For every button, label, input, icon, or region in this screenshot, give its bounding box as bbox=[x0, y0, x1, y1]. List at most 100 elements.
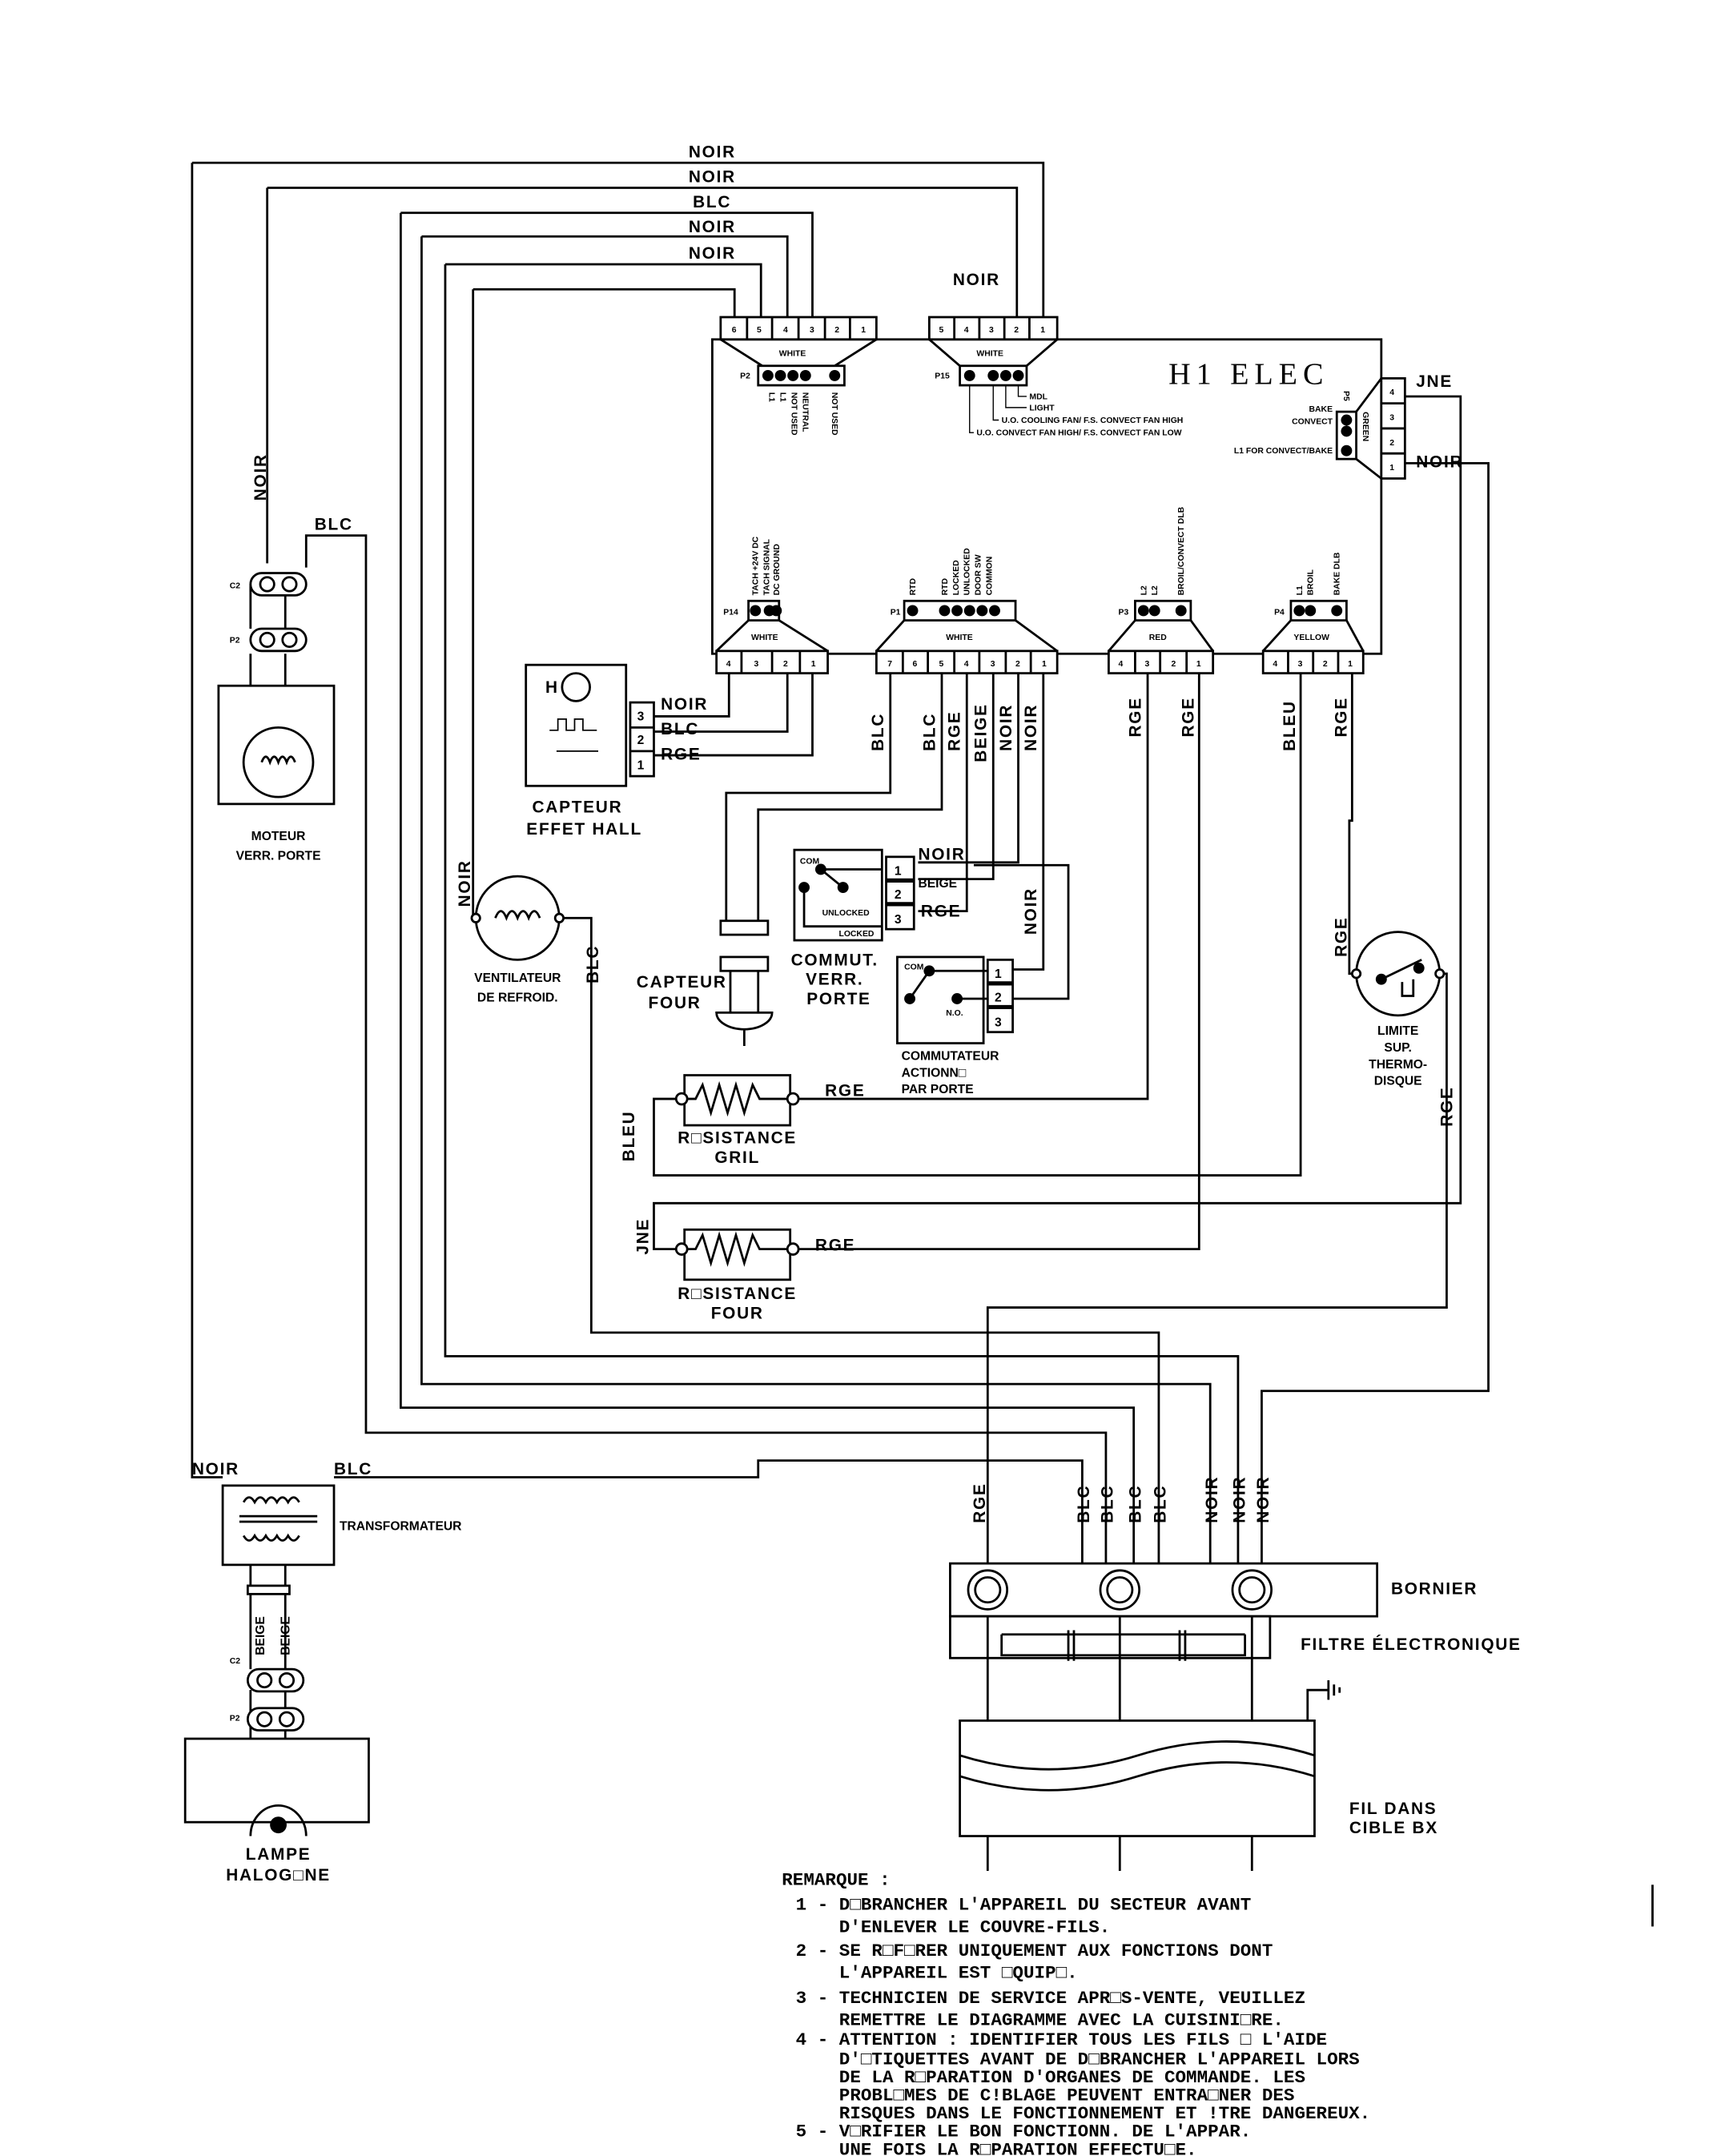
component-label: CIBLE BX bbox=[1349, 1819, 1438, 1837]
wire-label: RGE bbox=[1332, 917, 1350, 957]
wire-label: NOIR bbox=[1022, 704, 1040, 751]
wire-label: RGE bbox=[661, 745, 701, 763]
wire-label: RGE bbox=[1126, 697, 1144, 737]
pin-number: 3 bbox=[754, 660, 759, 669]
wire-label: BLC bbox=[315, 516, 353, 534]
pin-number: 1 bbox=[995, 967, 1002, 981]
connector-id: P3 bbox=[1119, 609, 1129, 617]
component-label: VENTILATEUR bbox=[474, 971, 561, 985]
wire-label: BLC bbox=[920, 713, 939, 751]
component-label: LIMITE bbox=[1377, 1024, 1418, 1038]
wire-label: RGE bbox=[825, 1082, 865, 1100]
pin-number: 1 bbox=[895, 864, 902, 878]
pin-number: 3 bbox=[989, 326, 994, 335]
connector-id: C2 bbox=[230, 582, 241, 591]
pin-function: L1 bbox=[767, 392, 776, 402]
wire-label: BLEU bbox=[1281, 700, 1299, 751]
note-line: DE LA R□PARATION D'ORGANES DE COMMANDE. … bbox=[796, 2067, 1305, 2088]
note-line: 1 - D□BRANCHER L'APPAREIL DU SECTEUR AVA… bbox=[796, 1895, 1252, 1916]
pin-function: L1 FOR CONVECT/BAKE bbox=[1234, 447, 1333, 456]
pin-number: 1 bbox=[1196, 660, 1201, 669]
connector-color: YELLOW bbox=[1293, 634, 1329, 642]
pin-function: TACH SIGNAL bbox=[763, 538, 772, 595]
connector-id: P2 bbox=[230, 1714, 240, 1723]
terminal-label: LOCKED bbox=[838, 930, 874, 939]
wire-label: NOIR bbox=[689, 244, 736, 263]
broil-element: R□SISTANCE GRIL bbox=[674, 1074, 800, 1167]
pin-number: 1 bbox=[1040, 326, 1045, 335]
wire-label: NOIR bbox=[1231, 1476, 1249, 1523]
pin-number: 2 bbox=[995, 991, 1002, 1004]
pin-function: LIGHT bbox=[1029, 404, 1055, 412]
connector-id: C2 bbox=[230, 1657, 241, 1666]
pin-number: 3 bbox=[991, 660, 995, 669]
wire-label: BLC bbox=[693, 193, 731, 211]
wire-label: NOIR bbox=[661, 695, 708, 714]
component-label: SUP. bbox=[1384, 1041, 1411, 1055]
pin-function: U.O. COOLING FAN/ F.S. CONVECT FAN HIGH bbox=[1002, 416, 1184, 425]
connector-id: P4 bbox=[1274, 609, 1285, 617]
pin-number: 3 bbox=[1298, 660, 1303, 669]
wire-label: BEIGE bbox=[279, 1616, 292, 1655]
wire-label: NOIR bbox=[1022, 887, 1040, 935]
wire-label: BLEU bbox=[620, 1111, 638, 1162]
pin-number: 3 bbox=[995, 1016, 1002, 1030]
pin-function: RTD bbox=[941, 577, 950, 595]
terminal-label: COM bbox=[904, 963, 923, 972]
wire-label: NOIR bbox=[997, 704, 1015, 751]
pin-number: 1 bbox=[861, 326, 866, 335]
note-line: D'ENLEVER LE COUVRE-FILS. bbox=[796, 1917, 1111, 1937]
pin-number: 5 bbox=[939, 660, 944, 669]
component-label: THERMO- bbox=[1369, 1058, 1427, 1072]
wire-label: NOIR bbox=[456, 859, 474, 907]
connector-color: WHITE bbox=[976, 350, 1003, 359]
component-label: FILTRE ÉLECTRONIQUE bbox=[1301, 1635, 1522, 1654]
control-board: H1 ELEC 6 5 4 3 2 1 WHITE P2 L1 L1 NOT U… bbox=[711, 316, 1463, 674]
pin-function: BROIL bbox=[1307, 569, 1316, 595]
pin-number: 1 bbox=[1348, 660, 1353, 669]
connector-p2: 6 5 4 3 2 1 WHITE P2 L1 L1 NOT USED NEUT… bbox=[719, 316, 878, 436]
connector-id: P14 bbox=[723, 609, 738, 617]
connector-id: P2 bbox=[230, 636, 240, 645]
wire-label: BLC bbox=[584, 945, 602, 983]
pin-function: L2 bbox=[1151, 585, 1160, 595]
terminal-label: N.O. bbox=[946, 1009, 963, 1018]
halogen-lamp: P2 LAMPE HALOG□NE bbox=[183, 1707, 370, 1884]
wires bbox=[191, 161, 1490, 1871]
wire-label: RGE bbox=[946, 710, 964, 750]
pin-function: NOT USED bbox=[830, 392, 838, 436]
pin-number: 3 bbox=[810, 326, 814, 335]
component-label: LAMPE bbox=[246, 1845, 312, 1864]
wire-label: BLC bbox=[1075, 1485, 1093, 1523]
wire-label: NOIR bbox=[192, 1460, 239, 1478]
wire-label: RGE bbox=[1179, 697, 1197, 737]
sensor-symbol: H bbox=[545, 678, 559, 697]
connector-p3: P3 L2 L2 BROIL/CONVECT DLB RED 4 3 2 1 bbox=[1108, 506, 1215, 674]
door-lock-switch: COM UNLOCKED LOCKED 1 2 3 NOIR BEIGE RGE… bbox=[791, 845, 964, 1008]
pin-number: 2 bbox=[1389, 439, 1394, 448]
pin-function: TACH +24V DC bbox=[752, 536, 761, 595]
pin-function: DC GROUND bbox=[773, 544, 782, 596]
pin-number: 3 bbox=[637, 710, 645, 724]
connector-color: GREEN bbox=[1361, 412, 1369, 441]
terminal-label: UNLOCKED bbox=[822, 909, 870, 918]
pin-function: MDL bbox=[1029, 392, 1047, 401]
pin-number: 2 bbox=[637, 734, 645, 747]
wire-label: NOIR bbox=[1416, 453, 1463, 472]
note-line: 4 - ATTENTION : IDENTIFIER TOUS LES FILS… bbox=[796, 2029, 1327, 2050]
component-label: DE REFROID. bbox=[477, 991, 558, 1004]
component-label: HALOG□NE bbox=[226, 1866, 331, 1884]
component-label: VERR. bbox=[806, 971, 863, 989]
note-line: 5 - V□RIFIER LE BON FONCTIONN. DE L'APPA… bbox=[796, 2122, 1252, 2142]
connector-id: P2 bbox=[740, 372, 750, 380]
wire-label: RGE bbox=[971, 1482, 989, 1522]
pin-number: 4 bbox=[1273, 660, 1277, 669]
connector-p5: 4 3 2 1 GREEN P5 BAKE CONVECT L1 FOR CON… bbox=[1234, 372, 1463, 480]
pin-number: 4 bbox=[726, 660, 731, 669]
wire-label: BEIGE bbox=[254, 1616, 267, 1655]
pin-number: 2 bbox=[1323, 660, 1328, 669]
wire-label: NOIR bbox=[689, 218, 736, 236]
connector-id: P5 bbox=[1341, 391, 1350, 401]
component-label: FIL DANS bbox=[1349, 1800, 1438, 1818]
pin-number: 4 bbox=[1389, 388, 1394, 397]
